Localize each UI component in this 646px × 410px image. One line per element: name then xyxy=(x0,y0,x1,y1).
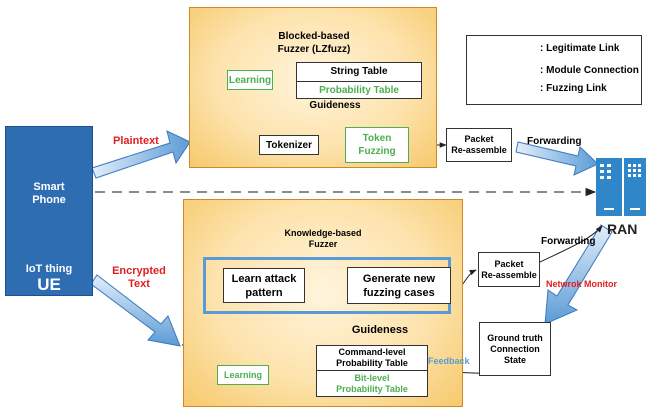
command-table-box: Command-level Probability Table Bit-leve… xyxy=(316,345,428,397)
feedback-label: Feedback xyxy=(428,356,470,366)
ground-truth-box: Ground truth Connection State xyxy=(479,322,551,376)
command-table-label: Command-level Probability Table xyxy=(317,346,427,371)
legend-module-label: : Module Connection xyxy=(540,65,639,76)
legend-box xyxy=(466,35,642,105)
ran-label: RAN xyxy=(607,221,638,237)
tokenizer-box: Tokenizer xyxy=(259,135,319,155)
legend-fuzzing-label: : Fuzzing Link xyxy=(540,83,607,94)
fuzzing-arrow-monitor xyxy=(544,224,613,325)
ue-label: UE xyxy=(37,275,61,294)
blocked-fuzzer-title: Blocked-based Fuzzer (LZfuzz) xyxy=(277,31,351,55)
iot-thing-label: IoT thing xyxy=(25,263,73,275)
learning-box-bottom: Learning xyxy=(217,365,269,385)
ran-server-icon xyxy=(596,158,646,216)
encrypted-text-label: Encrypted Text xyxy=(112,265,166,290)
smart-phone-label: Smart Phone xyxy=(32,181,66,206)
legend-legitimate-label: : Legitimate Link xyxy=(540,43,620,54)
string-table-label: String Table xyxy=(297,63,421,82)
forwarding-label-top: Forwarding xyxy=(527,136,582,147)
packet-reassemble-top-box: Packet Re-assemble xyxy=(446,128,512,162)
fuzzing-arrow-plaintext xyxy=(91,130,191,179)
guideness-label-bottom: Guideness xyxy=(351,324,409,336)
learn-attack-box: Learn attack pattern xyxy=(223,268,305,303)
forwarding-label-bottom: Forwarding xyxy=(541,236,596,247)
token-fuzzing-box: Token Fuzzing xyxy=(345,127,409,163)
plaintext-label: Plaintext xyxy=(113,135,159,147)
string-table-box: String Table Probability Table xyxy=(296,62,422,99)
forwarding-arrow-bottom xyxy=(539,225,603,263)
fuzzing-arrow-encrypted xyxy=(90,274,181,347)
guideness-label-top: Guideness xyxy=(309,100,361,111)
probability-table-label: Probability Table xyxy=(319,85,399,96)
packet-reassemble-bottom-box: Packet Re-assemble xyxy=(478,252,540,287)
ue-panel xyxy=(5,126,93,296)
bit-table-label: Bit-level Probability Table xyxy=(336,373,408,394)
learning-box-top: Learning xyxy=(227,70,273,90)
knowledge-fuzzer-title: Knowledge-based Fuzzer xyxy=(284,228,362,249)
forwarding-arrow-top xyxy=(515,141,599,176)
network-monitor-label: Netwrok Monitor xyxy=(546,279,617,289)
generate-cases-box: Generate new fuzzing cases xyxy=(347,267,451,304)
